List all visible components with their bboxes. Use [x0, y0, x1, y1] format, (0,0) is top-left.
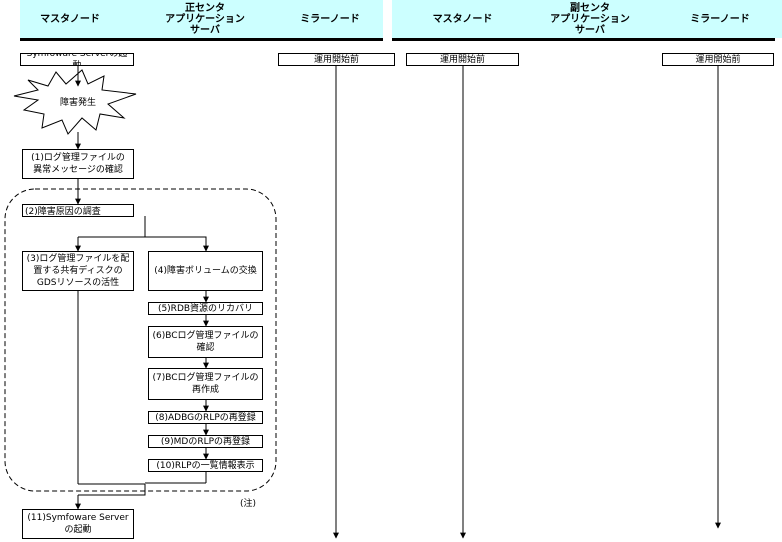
- secondary-master-state-box: 運用開始前: [406, 53, 519, 66]
- step8-box: (8)ADBGのRLPの再登録: [148, 411, 263, 424]
- secondary-mirror-state-box: 運用開始前: [662, 53, 774, 66]
- investigation-group-boundary: [4, 188, 277, 492]
- primary-header-rule: [20, 38, 383, 41]
- arrow-split-to-step4: [145, 236, 209, 252]
- step1-box: (1)ログ管理ファイルの 異常メッセージの確認: [22, 149, 134, 179]
- step6-box: (6)BCログ管理ファイルの 確認: [148, 326, 263, 358]
- step5-box: (5)RDB資源のリカバリ: [148, 302, 263, 315]
- step10-box: (10)RLPの一覧情報表示: [148, 459, 263, 472]
- secondary-site-header: [392, 0, 782, 38]
- secondary-mirror-header: ミラーノード: [690, 13, 750, 25]
- primary-app-server-header: 正センタ アプリケーション サーバ: [165, 2, 245, 36]
- primary-mirror-state-box: 運用開始前: [278, 53, 395, 66]
- failure-burst-shape: [13, 69, 137, 135]
- note-label: (注): [240, 499, 257, 509]
- line-step2-split: [78, 216, 146, 238]
- primary-mirror-header: ミラーノード: [300, 13, 360, 25]
- primary-master-header: マスタノード: [40, 13, 100, 25]
- step4-box: (4)障害ボリュームの交換: [148, 251, 263, 291]
- step3-box: (3)ログ管理ファイルを配 置する共有ディスクの GDSリソースの活性: [22, 251, 134, 291]
- failure-label: 障害発生: [59, 98, 96, 108]
- step9-box: (9)MDのRLPの再登録: [148, 435, 263, 448]
- step11-box: (11)Symfoware Server の起動: [22, 509, 134, 539]
- secondary-master-header: マスタノード: [432, 13, 493, 25]
- start-box: Symfoware Serverの起動: [20, 53, 134, 66]
- primary-site-header: [20, 0, 383, 38]
- secondary-header-rule: [392, 38, 775, 41]
- step2-box: (2)障害原因の調査: [22, 204, 134, 217]
- secondary-app-server-header: 副センタ アプリケーション サーバ: [550, 2, 630, 36]
- line-join-right: [78, 484, 146, 496]
- step7-box: (7)BCログ管理ファイルの 再作成: [148, 368, 263, 400]
